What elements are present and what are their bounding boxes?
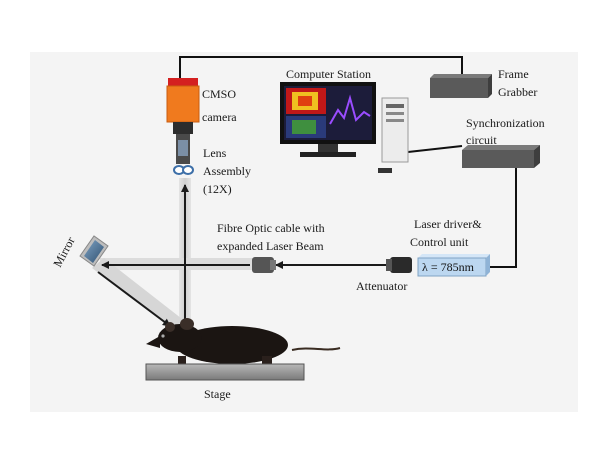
sync-label-line2: circuit bbox=[466, 133, 497, 147]
frame-label-line1: Frame bbox=[498, 67, 529, 81]
beam-arrow-3 bbox=[97, 271, 171, 327]
computer-label: Computer Station bbox=[286, 67, 371, 81]
stage-platform bbox=[145, 363, 305, 381]
sync-label-line1: Synchronization bbox=[466, 116, 545, 130]
wavelength-label: λ = 785nm bbox=[422, 260, 475, 274]
fibre-label-line1: Fibre Optic cable with bbox=[217, 221, 325, 235]
attenuator-label: Attenuator bbox=[356, 279, 407, 293]
computer-tower bbox=[378, 97, 409, 173]
attenuator bbox=[386, 257, 412, 273]
stage-label: Stage bbox=[204, 387, 231, 401]
mouse bbox=[146, 318, 341, 364]
camera-label-line1: CMSO bbox=[202, 87, 236, 101]
camera-label-line2: camera bbox=[202, 110, 237, 124]
lens-label-line2: Assembly bbox=[203, 164, 251, 178]
reflected-beam bbox=[92, 258, 186, 332]
computer-monitor bbox=[280, 82, 376, 157]
lens-label-line3: (12X) bbox=[203, 182, 232, 196]
sync-circuit bbox=[462, 145, 540, 168]
lens-assembly bbox=[173, 134, 194, 175]
fibre-label-line2: expanded Laser Beam bbox=[217, 239, 324, 253]
laser-unit bbox=[417, 254, 490, 277]
mirror bbox=[79, 235, 109, 267]
laser-label-line2: Control unit bbox=[410, 235, 469, 249]
frame-grabber bbox=[430, 74, 492, 98]
lens-label-line1: Lens bbox=[203, 146, 227, 160]
fibre-collimator bbox=[252, 257, 276, 273]
laser-label-line1: Laser driver& bbox=[414, 217, 482, 231]
cmso-camera bbox=[166, 78, 200, 134]
frame-label-line2: Grabber bbox=[498, 85, 537, 99]
wiring bbox=[179, 56, 517, 268]
